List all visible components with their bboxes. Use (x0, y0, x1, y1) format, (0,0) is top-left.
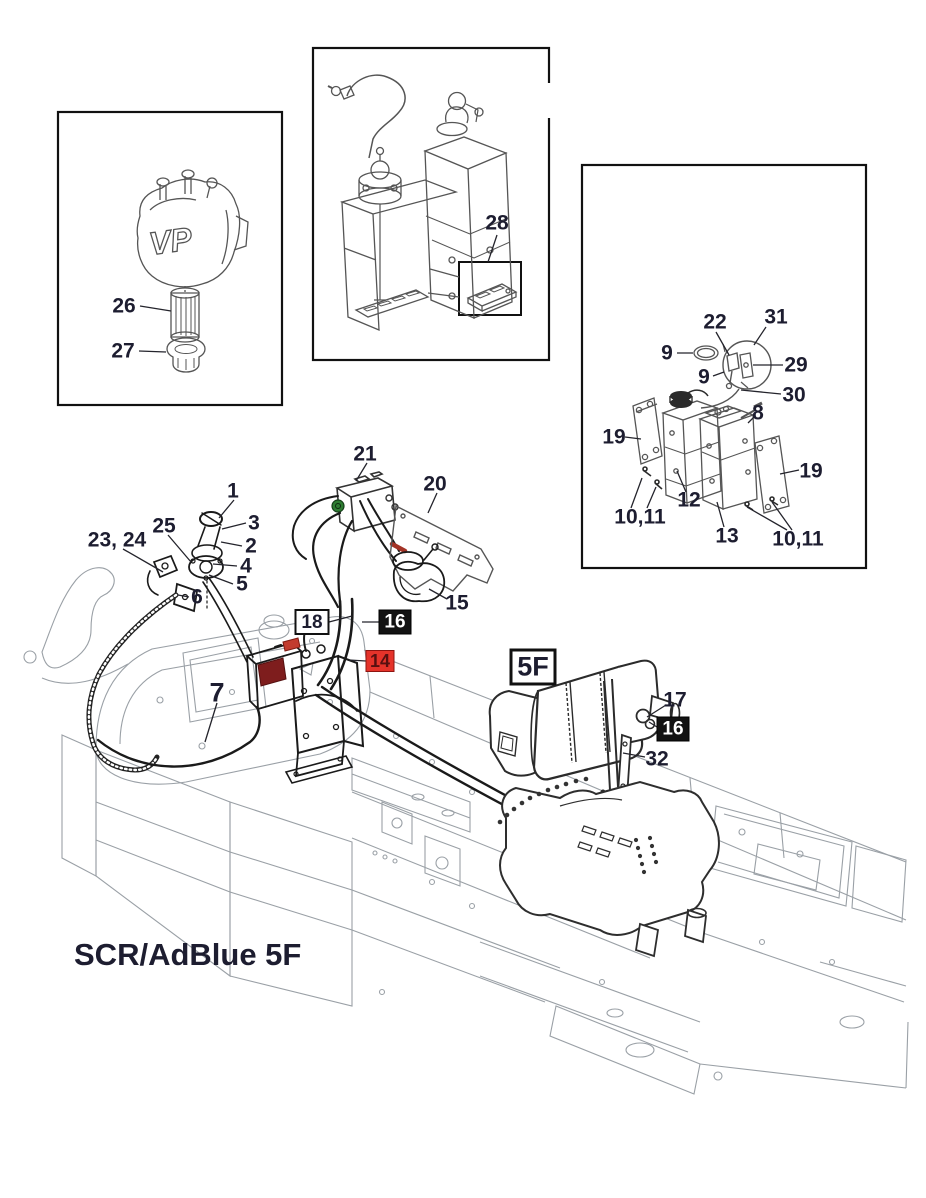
part-label-10-11-right: 10,11 (772, 527, 824, 551)
part-label-28: 28 (485, 211, 509, 235)
green-connector (331, 499, 345, 513)
inset-box-part28 (458, 261, 522, 316)
sensor-part22 (726, 352, 740, 384)
ring-part9 (693, 345, 719, 361)
part-label-10-11-left: 10,11 (614, 505, 666, 529)
red-connector (282, 637, 301, 652)
bracket-part29 (739, 352, 754, 379)
dark-red-patch (257, 657, 287, 687)
part-label-31: 31 (764, 305, 788, 329)
part-label-1: 1 (227, 479, 239, 503)
diagram-title: SCR/AdBlue 5F (74, 937, 302, 972)
part-label-29: 29 (784, 353, 808, 377)
bracket-part19-right (754, 435, 790, 514)
part-label-5: 5 (236, 572, 248, 596)
fitting-part8 (740, 409, 756, 419)
tank-inset-drawing (327, 74, 518, 331)
part-label-25: 25 (152, 514, 176, 538)
part-label-12: 12 (677, 488, 701, 512)
part-label-15: 15 (445, 591, 469, 615)
part-label-9-left: 9 (661, 341, 673, 365)
callout-badge-5f[interactable]: 5F (509, 648, 557, 686)
part-label-30: 30 (782, 383, 806, 407)
heat-shield-outline (499, 780, 720, 936)
red-hose-band (389, 541, 408, 554)
part-label-20: 20 (423, 472, 447, 496)
control-module-part21 (331, 471, 399, 533)
chassis-frame-drawing (23, 567, 909, 1095)
part-label-6: 6 (191, 585, 203, 609)
part-label-4: 4 (240, 554, 252, 578)
part-label-3: 3 (248, 511, 260, 535)
tank-body (423, 136, 513, 319)
scr-muffler-drawing (488, 659, 681, 799)
part-label-32: 32 (645, 747, 669, 771)
callout-badge-16-muffler[interactable]: 16 (656, 716, 690, 742)
callout-badge-14-highlighted[interactable]: 14 (365, 650, 395, 672)
tank-cable (346, 74, 406, 159)
vp-logo: VP (147, 220, 195, 262)
part-label-22: 22 (703, 310, 727, 334)
part-label-21: 21 (353, 442, 377, 466)
inset-box-pump-filter (56, 110, 284, 407)
neck-body-part4-5 (188, 555, 224, 579)
bracket-part19-left (632, 397, 663, 465)
part-label-27: 27 (111, 339, 135, 363)
part-label-8: 8 (752, 401, 764, 425)
part-label-7: 7 (209, 677, 225, 708)
part-label-2: 2 (245, 534, 257, 558)
adblue-system-drawing (86, 471, 663, 865)
bracket-part28 (466, 283, 518, 313)
bolts-part10-11 (642, 466, 779, 511)
filler-cap-part1 (199, 511, 223, 527)
callout-badge-18[interactable]: 18 (294, 609, 330, 635)
inset-frames (56, 46, 868, 570)
tank-slotted-block (354, 289, 430, 318)
mounting-plate-part20 (389, 504, 494, 592)
part-label-13: 13 (715, 524, 739, 548)
part-label-17: 17 (663, 688, 687, 712)
leader-lines (122, 234, 800, 758)
tank-cap-gauge (436, 121, 468, 137)
shield-vents (577, 825, 633, 858)
dosing-valve-part15 (392, 543, 446, 603)
clamp-part23-24 (152, 554, 179, 579)
inset-box-header-tank (580, 163, 868, 570)
inset-box-tank (311, 46, 551, 362)
bead-chain (497, 776, 659, 875)
part-label-9-lower: 9 (698, 365, 710, 389)
pump-filter-inset-drawing (136, 169, 249, 373)
part-label-26: 26 (112, 294, 136, 318)
hose-part30 (700, 388, 740, 409)
callout-badge-16-hose[interactable]: 16 (378, 609, 412, 635)
part-label-19-left: 19 (602, 425, 626, 449)
header-tank-right (698, 407, 758, 511)
pump-assembly-part7 (245, 612, 365, 784)
cap-part27 (166, 337, 206, 373)
header-tank-inset-drawing (632, 340, 790, 514)
part-label-23-24: 23, 24 (87, 528, 147, 552)
heat-shield-drawing (497, 776, 720, 958)
tank-black-cap (670, 391, 692, 401)
part-label-19-right: 19 (799, 459, 823, 483)
